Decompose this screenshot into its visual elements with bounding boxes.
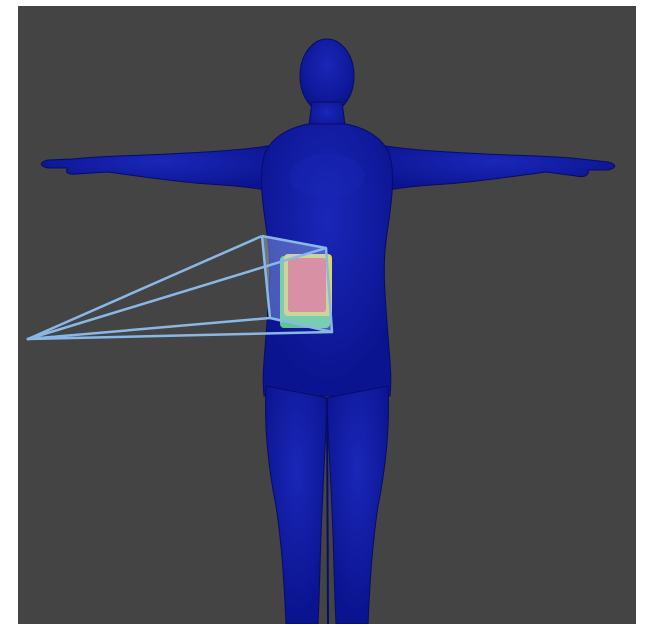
right-arm (374, 144, 615, 194)
right-leg (326, 386, 389, 624)
left-leg (265, 386, 328, 624)
chest-highlight (289, 154, 365, 198)
3d-viewport (18, 6, 636, 624)
frustum-edge-top-left (28, 236, 262, 339)
leg-gap-shadow (327, 398, 328, 624)
camera-center-point (27, 338, 30, 341)
left-arm (41, 144, 280, 194)
scene-svg (18, 6, 636, 624)
